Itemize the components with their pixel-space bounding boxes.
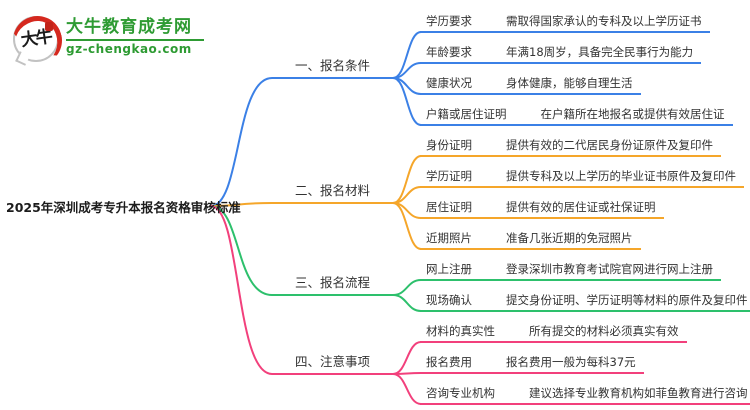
connector-line bbox=[210, 205, 394, 296]
branch-label: 三、报名流程 bbox=[294, 275, 370, 290]
logo-glyph: 大牛 bbox=[19, 26, 53, 51]
leaf-description: 准备几张近期的免冠照片 bbox=[506, 231, 633, 245]
logo-text-block: 大牛教育成考网 gz-chengkao.com bbox=[66, 16, 204, 56]
connector-line bbox=[392, 77, 422, 126]
connector-line bbox=[392, 294, 422, 312]
leaf-row: 学历要求 需取得国家承认的专科及以上学历证书 bbox=[420, 12, 710, 33]
site-name: 大牛教育成考网 bbox=[66, 17, 192, 37]
leaf-label: 近期照片 bbox=[426, 231, 472, 245]
connector-line bbox=[210, 77, 394, 207]
leaf-description: 登录深圳市教育考试院官网进行网上注册 bbox=[506, 262, 713, 276]
leaf-label: 学历证明 bbox=[426, 169, 472, 183]
leaf-description: 需取得国家承认的专科及以上学历证书 bbox=[506, 14, 702, 28]
branch-label: 一、报名条件 bbox=[294, 58, 370, 73]
connector-line bbox=[210, 205, 394, 375]
leaf-description: 身体健康，能够自理生活 bbox=[506, 76, 633, 90]
leaf-row: 报名费用 报名费用一般为每科37元 bbox=[420, 353, 644, 374]
leaf-label: 学历要求 bbox=[426, 14, 472, 28]
connector-line bbox=[392, 373, 422, 405]
logo-seal-icon bbox=[45, 22, 53, 31]
leaf-label: 网上注册 bbox=[426, 262, 472, 276]
leaf-description: 提供有效的二代居民身份证原件及复印件 bbox=[506, 138, 713, 152]
leaf-label: 身份证明 bbox=[426, 138, 472, 152]
leaf-row: 咨询专业机构 建议选择专业教育机构如菲鱼教育进行咨询 bbox=[420, 384, 750, 405]
leaf-description: 年满18周岁，具备完全民事行为能力 bbox=[506, 45, 694, 59]
connector-line bbox=[392, 341, 422, 375]
connector-line bbox=[392, 372, 422, 375]
leaf-row: 现场确认 提交身份证明、学历证明等材料的原件及复印件 bbox=[420, 291, 750, 312]
site-url: gz-chengkao.com bbox=[66, 42, 192, 56]
leaf-row: 健康状况 身体健康，能够自理生活 bbox=[420, 74, 641, 95]
leaf-label: 户籍或居住证明 bbox=[426, 107, 507, 121]
leaf-description: 报名费用一般为每科37元 bbox=[506, 355, 636, 369]
site-logo: 大牛 大牛教育成考网 gz-chengkao.com bbox=[6, 9, 204, 72]
leaf-row: 材料的真实性 所有提交的材料必须真实有效 bbox=[420, 322, 687, 343]
logo-icon: 大牛 bbox=[6, 9, 69, 72]
connector-line bbox=[210, 202, 394, 207]
logo-divider bbox=[66, 39, 204, 41]
leaf-description: 提供有效的居住证或社保证明 bbox=[506, 200, 656, 214]
leaf-row: 身份证明 提供有效的二代居民身份证原件及复印件 bbox=[420, 136, 721, 157]
leaf-row: 近期照片 准备几张近期的免冠照片 bbox=[420, 229, 641, 250]
leaf-label: 健康状况 bbox=[426, 76, 472, 90]
leaf-description: 所有提交的材料必须真实有效 bbox=[529, 324, 679, 338]
leaf-description: 提供专科及以上学历的毕业证书原件及复印件 bbox=[506, 169, 736, 183]
leaf-label: 报名费用 bbox=[426, 355, 472, 369]
leaf-description: 提交身份证明、学历证明等材料的原件及复印件 bbox=[506, 293, 748, 307]
leaf-label: 居住证明 bbox=[426, 200, 472, 214]
connector-line bbox=[392, 279, 422, 296]
leaf-row: 网上注册 登录深圳市教育考试院官网进行网上注册 bbox=[420, 260, 721, 281]
leaf-description: 建议选择专业教育机构如菲鱼教育进行咨询 bbox=[529, 386, 748, 400]
leaf-description: 在户籍所在地报名或提供有效居住证 bbox=[540, 107, 725, 121]
leaf-row: 居住证明 提供有效的居住证或社保证明 bbox=[420, 198, 664, 219]
leaf-label: 咨询专业机构 bbox=[426, 386, 495, 400]
leaf-row: 年龄要求 年满18周岁，具备完全民事行为能力 bbox=[420, 43, 702, 64]
leaf-row: 户籍或居住证明 在户籍所在地报名或提供有效居住证 bbox=[420, 105, 733, 126]
leaf-label: 现场确认 bbox=[426, 293, 472, 307]
leaf-label: 材料的真实性 bbox=[426, 324, 495, 338]
leaf-row: 学历证明 提供专科及以上学历的毕业证书原件及复印件 bbox=[420, 167, 744, 188]
connector-line bbox=[392, 202, 422, 250]
leaf-label: 年龄要求 bbox=[426, 45, 472, 59]
branch-label: 二、报名材料 bbox=[294, 183, 370, 198]
branch-label: 四、注意事项 bbox=[294, 354, 370, 369]
central-topic: 2025年深圳成考专升本报名资格审核标准 bbox=[6, 200, 241, 215]
